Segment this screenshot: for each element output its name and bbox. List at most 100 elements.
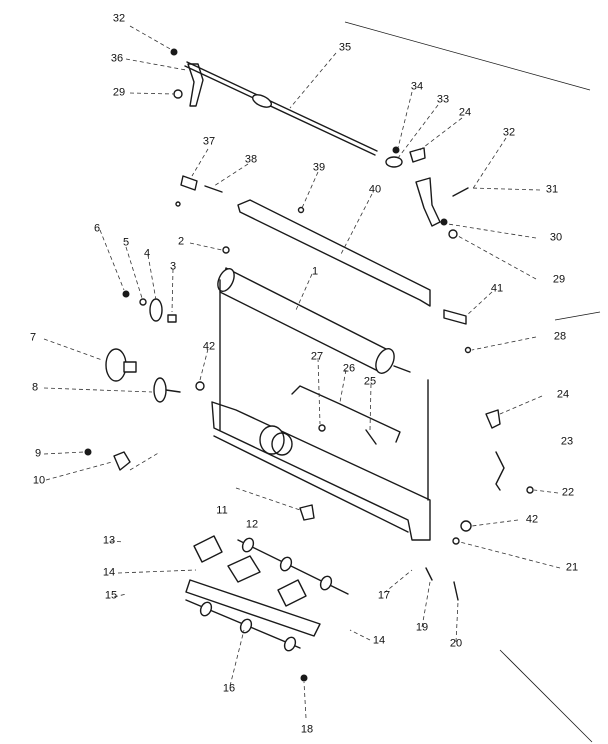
- leader-22: [533, 489, 559, 494]
- screw-9: [84, 448, 92, 456]
- leader-41: [465, 291, 493, 317]
- callout-13: 13: [102, 534, 116, 547]
- screw-18: [300, 674, 308, 682]
- leader-32-right: [471, 137, 507, 191]
- callout-36: 36: [110, 52, 124, 65]
- callout-26: 26: [342, 362, 356, 375]
- leader-2: [189, 242, 223, 251]
- tractor-13-b: [227, 555, 261, 583]
- shaft-35: [184, 65, 376, 156]
- leader-11: [235, 487, 301, 511]
- screw-32-left: [170, 48, 178, 56]
- leader-14-left: [117, 569, 197, 574]
- callout-38: 38: [244, 153, 258, 166]
- callout-24-top: 24: [458, 106, 472, 119]
- pin-19: [425, 567, 433, 581]
- callout-18: 18: [300, 723, 314, 736]
- leader-24-right: [499, 395, 543, 415]
- callout-33: 33: [436, 93, 450, 106]
- roller-16-a: [199, 601, 213, 617]
- screw-34: [392, 146, 400, 154]
- leader-3: [171, 268, 174, 313]
- leader-10: [45, 461, 113, 481]
- leader-24-top: [419, 117, 463, 151]
- screw-37: [180, 175, 198, 191]
- leader-5: [125, 246, 143, 299]
- frame-rail: [213, 435, 409, 533]
- gear-4: [149, 298, 163, 322]
- callout-9: 9: [34, 447, 42, 460]
- bushing-2: [222, 246, 230, 254]
- callout-27: 27: [310, 350, 324, 363]
- leader-27: [317, 357, 321, 425]
- gear-7: [105, 348, 127, 382]
- callout-14-right: 14: [372, 634, 386, 647]
- callout-7: 7: [29, 331, 37, 344]
- callout-30: 30: [549, 231, 563, 244]
- gear-8: [153, 377, 167, 403]
- leader-29-right: [457, 235, 537, 280]
- bushing-33: [385, 156, 403, 168]
- roller-16-c: [283, 636, 297, 652]
- bracket-plate-15: [185, 579, 321, 637]
- leader-39: [301, 171, 319, 209]
- platen-roller-1: [219, 267, 389, 373]
- callout-5: 5: [122, 236, 130, 249]
- callout-39: 39: [312, 161, 326, 174]
- leader-7: [43, 338, 103, 361]
- frame-line-top: [344, 21, 591, 91]
- spring-25: [365, 429, 377, 445]
- leader-26: [339, 369, 347, 403]
- leader-25: [369, 383, 372, 431]
- screw-22: [526, 486, 534, 494]
- callout-17: 17: [377, 589, 391, 602]
- leader-4: [147, 254, 157, 301]
- platen-end-left: [217, 268, 235, 292]
- callout-42-right: 42: [525, 513, 539, 526]
- leader-6: [99, 229, 125, 291]
- cam-wheel-back: [271, 432, 293, 456]
- callout-32-top-left: 32: [112, 12, 126, 25]
- washer-21: [452, 537, 460, 545]
- washer-39: [297, 206, 305, 214]
- leader-42-right: [471, 519, 519, 527]
- leader-40: [339, 193, 373, 257]
- leader-20: [455, 601, 459, 643]
- pin-3: [167, 314, 177, 323]
- gear-8-axle: [165, 389, 181, 393]
- callout-3: 3: [169, 260, 177, 273]
- leader-17: [383, 569, 413, 594]
- washer-37: [175, 201, 181, 207]
- callout-37: 37: [202, 135, 216, 148]
- leader-28: [471, 336, 537, 351]
- callout-19: 19: [415, 621, 429, 634]
- callout-12: 12: [245, 518, 259, 531]
- leader-13: [109, 540, 125, 543]
- roller-12-a: [241, 537, 255, 553]
- bracket-10: [113, 451, 131, 471]
- callout-34: 34: [410, 80, 424, 93]
- pin-38: [204, 185, 223, 193]
- nut-29-left: [173, 89, 183, 99]
- lever-36: [187, 63, 204, 107]
- leader-21: [459, 541, 561, 569]
- callout-2: 2: [177, 235, 185, 248]
- callout-20: 20: [449, 637, 463, 650]
- callout-29-left: 29: [112, 86, 126, 99]
- nut-42-right: [460, 520, 472, 532]
- leader-19: [421, 581, 431, 628]
- roller-16-b: [239, 618, 253, 634]
- clip-11: [299, 504, 315, 521]
- screw-6: [122, 290, 130, 298]
- callout-8: 8: [31, 381, 39, 394]
- nut-29-right: [448, 229, 458, 239]
- leader-8: [43, 387, 153, 393]
- callout-22: 22: [561, 486, 575, 499]
- leader-30: [447, 223, 537, 239]
- gear-7-hub: [123, 361, 137, 373]
- bracket-24-top: [409, 147, 426, 163]
- callout-15: 15: [104, 589, 118, 602]
- tractor-13-c: [277, 579, 307, 607]
